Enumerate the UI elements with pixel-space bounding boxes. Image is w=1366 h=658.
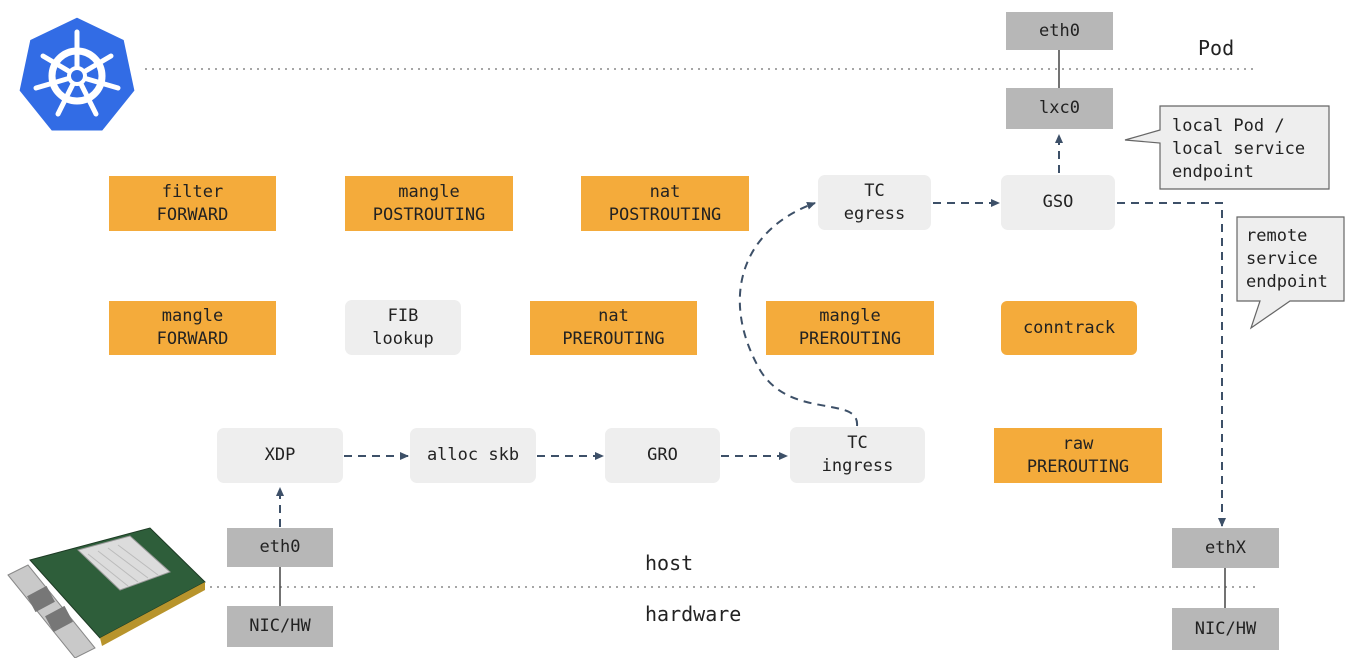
lxc0-interface: lxc0 (1006, 88, 1113, 129)
host-eth0-interface: eth0 (227, 528, 333, 567)
kubernetes-helm-icon (16, 14, 138, 134)
pod-eth0-interface: eth0 (1006, 12, 1113, 50)
local-callout-bubble (1124, 105, 1330, 190)
remote-callout-bubble (1236, 216, 1345, 330)
nic-hw-left: NIC/HW (227, 606, 333, 647)
nic-hw-right: NIC/HW (1172, 608, 1279, 650)
ethx-interface: ethX (1172, 528, 1279, 568)
network-card-icon (7, 527, 206, 658)
gso-stage: GSO (1001, 175, 1115, 230)
alloc-skb-stage: alloc skb (410, 428, 536, 483)
local-endpoint-callout: local Pod / local service endpoint (1172, 116, 1306, 182)
host-layer-label: host (645, 551, 694, 575)
hardware-layer-label: hardware (645, 602, 742, 626)
arrow-tc-ingress-to-tc-egress (738, 201, 859, 427)
gro-stage: GRO (605, 428, 720, 483)
remote-endpoint-callout: remote service endpoint (1246, 226, 1328, 292)
pod-layer-label: Pod (1198, 36, 1235, 60)
xdp-stage: XDP (217, 428, 343, 483)
conntrack-table: conntrack (1001, 301, 1137, 355)
arrow-gso-to-ethx (1117, 202, 1226, 527)
